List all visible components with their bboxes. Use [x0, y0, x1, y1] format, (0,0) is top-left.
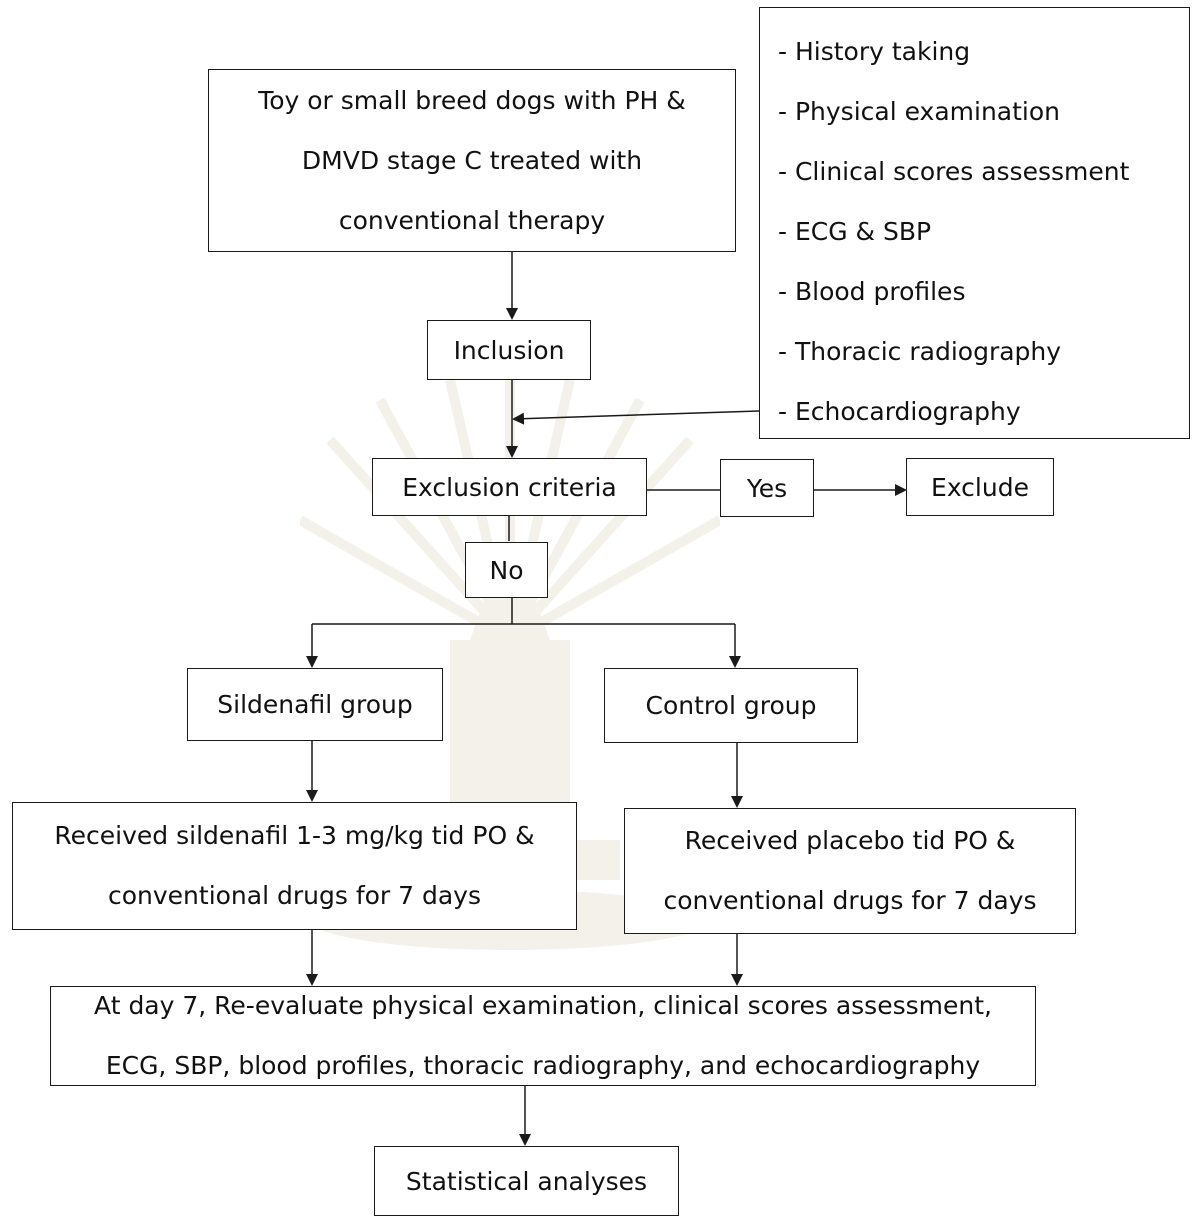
- inclusion-label: Inclusion: [453, 335, 565, 365]
- yes-label: Yes: [746, 473, 788, 503]
- reevaluate-line-1: At day 7, Re-evaluate physical examinati…: [94, 991, 992, 1020]
- statistical-analyses-label: Statistical analyses: [405, 1166, 648, 1196]
- yes-box: Yes: [720, 459, 814, 517]
- exclude-box: Exclude: [906, 458, 1054, 516]
- control-group-box: Control group: [604, 668, 858, 743]
- placebo-treatment-line-1: Received placebo tid PO &: [684, 826, 1016, 855]
- start-line-2: DMVD stage C treated with: [301, 145, 643, 175]
- reevaluate-line-2: ECG, SBP, blood profiles, thoracic radio…: [105, 1051, 981, 1080]
- sildenafil-treatment-line-1: Received sildenafil 1-3 mg/kg tid PO &: [54, 821, 535, 850]
- assessment-item: - Clinical scores assessment: [778, 157, 1130, 186]
- sildenafil-treatment-line-2: conventional drugs for 7 days: [107, 881, 482, 910]
- assessment-item: - History taking: [778, 37, 971, 66]
- placebo-treatment-box: Received placebo tid PO & conventional d…: [624, 808, 1076, 934]
- assessment-item: - Thoracic radiography: [778, 337, 1062, 366]
- start-box: Toy or small breed dogs with PH & DMVD s…: [208, 69, 736, 252]
- sildenafil-group-box: Sildenafil group: [187, 668, 443, 741]
- exclusion-criteria-label: Exclusion criteria: [402, 472, 617, 502]
- sildenafil-treatment-box: Received sildenafil 1-3 mg/kg tid PO & c…: [12, 802, 577, 930]
- exclude-label: Exclude: [931, 472, 1029, 502]
- assessment-list: - History taking - Physical examination …: [778, 22, 1129, 442]
- reevaluate-box: At day 7, Re-evaluate physical examinati…: [50, 986, 1036, 1086]
- inclusion-box: Inclusion: [427, 320, 591, 380]
- start-line-3: conventional therapy: [338, 205, 606, 235]
- no-box: No: [465, 542, 548, 598]
- assessment-box: [759, 7, 1190, 439]
- placebo-treatment-line-2: conventional drugs for 7 days: [663, 886, 1037, 915]
- assessment-item: - Blood profiles: [778, 277, 966, 306]
- exclusion-criteria-box: Exclusion criteria: [372, 458, 647, 516]
- sildenafil-group-label: Sildenafil group: [217, 690, 413, 719]
- assessment-item: - ECG & SBP: [778, 217, 932, 246]
- assessment-item: - Physical examination: [778, 97, 1061, 126]
- control-group-label: Control group: [645, 691, 817, 720]
- statistical-analyses-box: Statistical analyses: [374, 1146, 679, 1216]
- assessment-item: - Echocardiography: [778, 397, 1021, 426]
- no-label: No: [489, 555, 524, 585]
- start-line-1: Toy or small breed dogs with PH &: [258, 85, 686, 115]
